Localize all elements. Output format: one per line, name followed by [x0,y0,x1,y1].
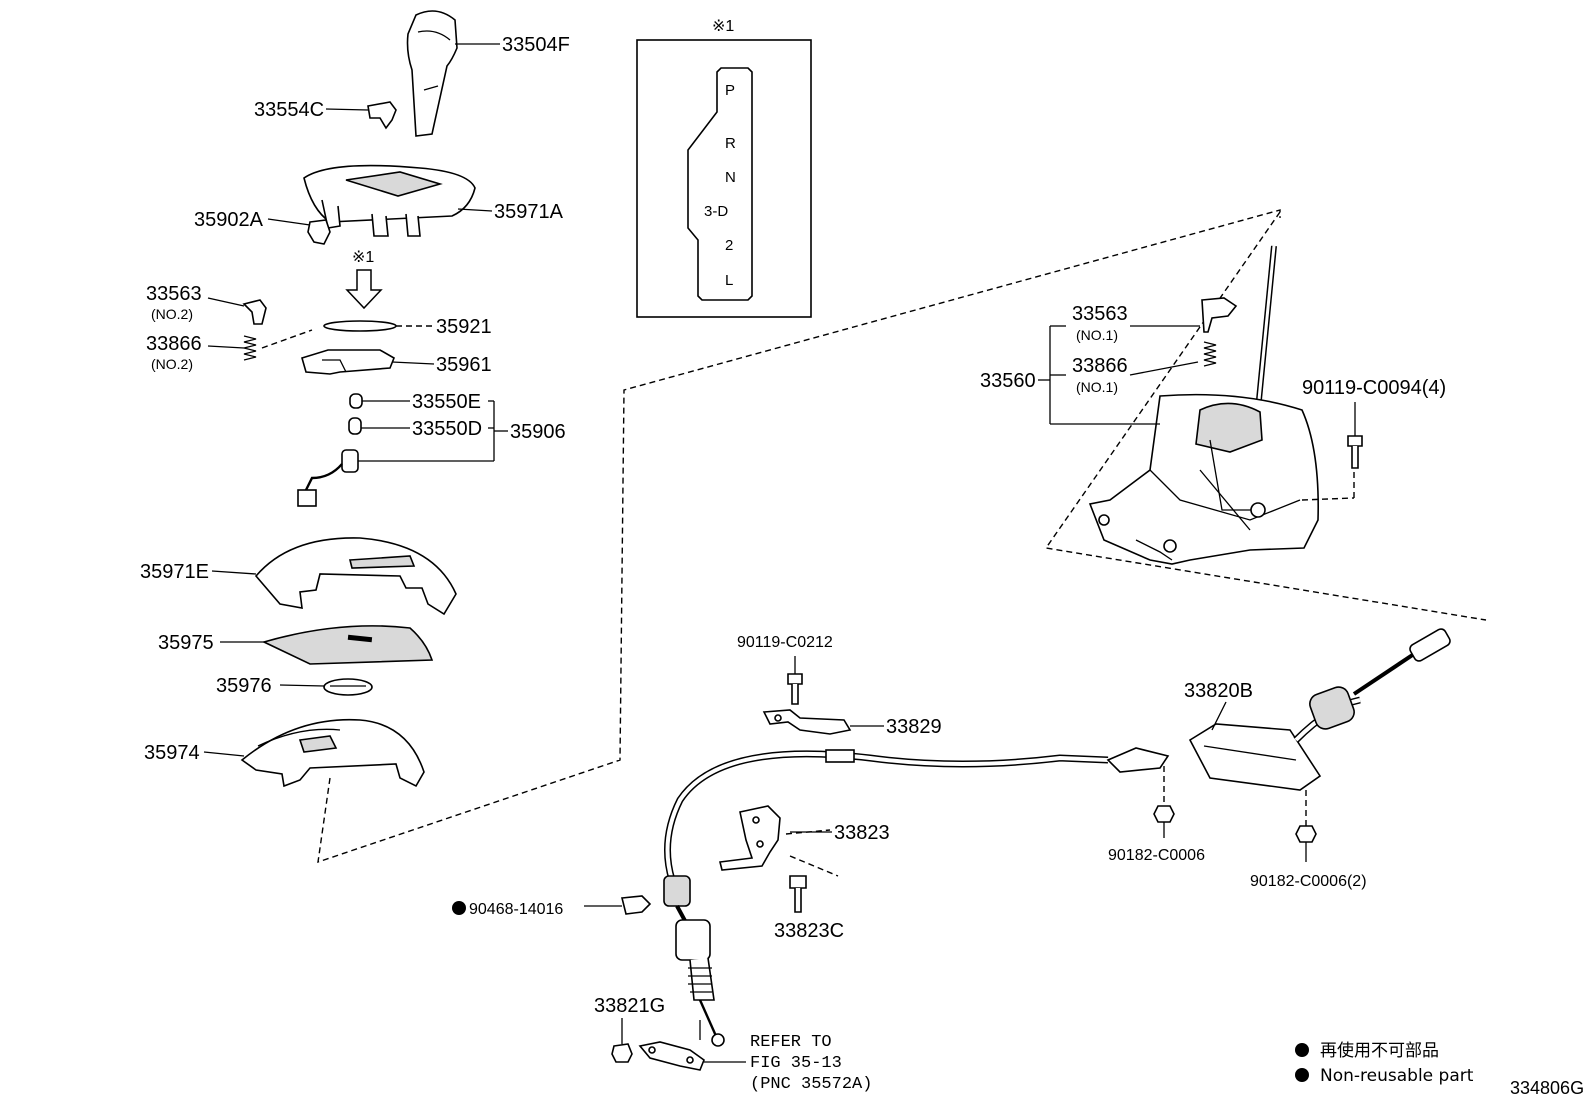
shift-lever-assembly [1088,245,1355,565]
legend-dot-icon [1295,1043,1309,1057]
plate-35976: 35976 [216,675,373,697]
slider-35961: 35961 [301,349,492,376]
gate-pos-p: P [725,82,735,99]
figure-code: 334806G [1510,1078,1584,1098]
retainer-33821g: 33821G [594,995,665,1063]
bolt-33823c: 33823C [774,875,844,942]
spring-33866-no1: 33866 (NO.1) [1072,341,1217,395]
gate-slot-outline [687,67,753,301]
spring-33866-no2: 33866 (NO.2) [146,329,313,372]
bracket-33829: 33829 [762,709,942,738]
label-33866-no1-sub: (NO.1) [1076,379,1118,395]
label-33563-no2-sub: (NO.2) [151,306,193,322]
label-group-33820b: 33820B [1184,680,1253,731]
label-90182-c0006: 90182-C0006 [1108,847,1205,864]
panel-35975: 35975 [158,625,434,665]
refer-line-2: FIG 35-13 [750,1054,842,1073]
non-reusable-dot-icon [452,901,466,915]
bulb-33550e: 33550E [349,391,481,413]
label-33820b: 33820B [1184,680,1253,702]
label-33554c: 33554C [254,99,324,121]
label-33563-no1-sub: (NO.1) [1076,327,1118,343]
label-35902a: 35902A [194,209,264,231]
nut-90182-c0006: 90182-C0006 [1108,805,1205,864]
label-33563-no2: 33563 [146,283,202,305]
note-mark-arrow: ※1 [352,249,374,266]
legend-en: Non-reusable part [1320,1066,1474,1086]
label-35975: 35975 [158,632,214,654]
label-35971a: 35971A [494,201,564,223]
shift-gate-inset: ※1 P R N 3-D 2 L [636,18,812,318]
label-90119-c0212: 90119-C0212 [737,634,833,651]
gate-frame [636,39,812,318]
legend: 再使用不可部品 Non-reusable part [1295,1040,1474,1086]
label-35974: 35974 [144,742,200,764]
shift-cable [663,628,1451,1047]
label-90468-14016: 90468-14016 [469,901,563,918]
shift-knob: 33504F [406,10,570,137]
bolt-90119-c0094: 90119-C0094(4) [1302,377,1446,469]
label-35971e: 35971E [140,561,209,583]
refer-part: REFER TO FIG 35-13 (PNC 35572A) [638,1020,872,1094]
label-33829: 33829 [886,716,942,738]
gate-pos-l: L [725,272,733,289]
label-33821g: 33821G [594,995,665,1017]
label-35961: 35961 [436,354,492,376]
lens-35921: 35921 [323,316,492,338]
bolt-90119-c0212: 90119-C0212 [737,634,833,705]
label-90182-c0006-2: 90182-C0006(2) [1250,873,1367,890]
clip-33563-no1: 33563 (NO.1) [1072,297,1238,343]
refer-line-1: REFER TO [750,1033,832,1052]
label-90119-c0094: 90119-C0094(4) [1302,377,1446,399]
gate-pos-n: N [725,169,736,186]
gate-pos-2: 2 [725,237,733,254]
label-group-33560: 33560 [980,325,1160,425]
label-35921: 35921 [436,316,492,338]
refer-line-3: (PNC 35572A) [750,1075,872,1094]
label-33550d: 33550D [412,418,482,440]
dashed-assembly-outline-left [317,209,1281,864]
bulb-33550d: 33550D [348,417,482,440]
label-33563-no1: 33563 [1072,303,1128,325]
label-33504f: 33504F [502,34,570,56]
label-33866-no1: 33866 [1072,355,1128,377]
note-mark-top: ※1 [712,18,734,35]
label-33550e: 33550E [412,391,481,413]
label-33866-no2-sub: (NO.2) [151,356,193,372]
gate-pos-r: R [725,135,736,152]
bracket-33823: 33823 [719,805,890,877]
label-35976: 35976 [216,675,272,697]
wire-harness: 35906 [297,400,566,507]
label-33823c: 33823C [774,920,844,942]
label-33823: 33823 [834,822,890,844]
label-35906: 35906 [510,421,566,443]
gate-pos-3d: 3-D [704,203,728,220]
nut-90182-c0006-2: 90182-C0006(2) [1250,825,1367,890]
legend-dot-icon-2 [1295,1068,1309,1082]
housing-35974: 35974 [144,718,425,788]
label-33560: 33560 [980,370,1036,392]
housing-35971e: 35971E [140,537,457,616]
clip-90468-14016: 90468-14016 [452,895,652,918]
clip-35902a: 35902A [194,209,331,245]
indicator-housing-35971a: 35971A [303,164,564,237]
note-arrow: ※1 [345,249,383,310]
label-33866-no2: 33866 [146,333,202,355]
clip-33554c: 33554C [254,99,397,130]
legend-jp: 再使用不可部品 [1320,1040,1439,1061]
clip-33563-no2: 33563 (NO.2) [146,283,267,325]
